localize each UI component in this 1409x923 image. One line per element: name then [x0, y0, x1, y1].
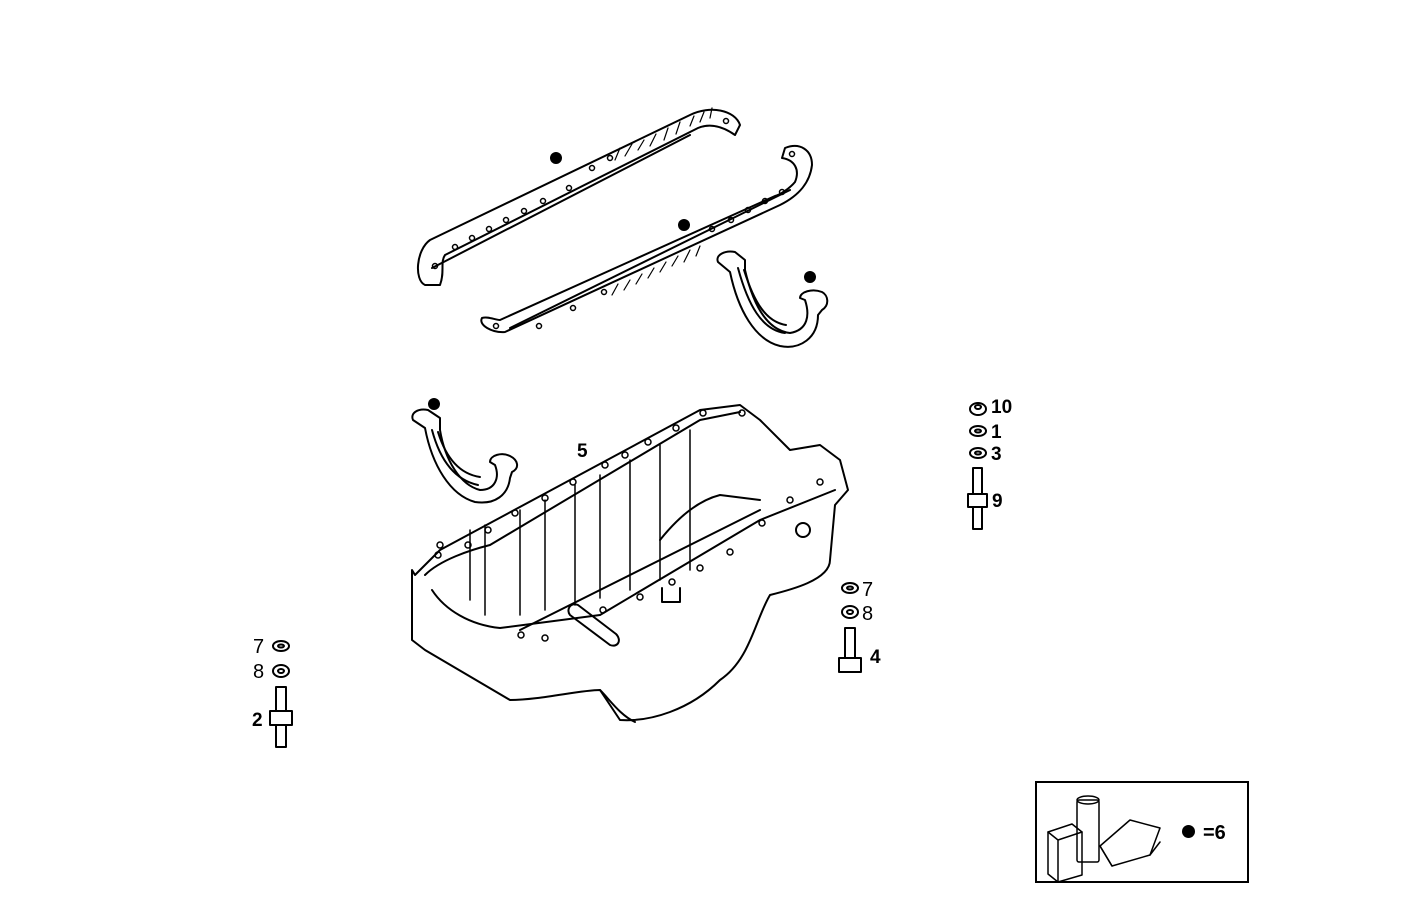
legend-box	[1035, 781, 1249, 883]
legend-marker-dot	[1182, 825, 1195, 838]
callout-washer: 7	[862, 579, 874, 601]
left-fastener-stack	[269, 640, 293, 748]
callout-bolt: 4	[870, 647, 881, 668]
callout-washer: 3	[991, 444, 1002, 465]
side-gasket-upper	[417, 107, 741, 286]
gasket-marker-dot	[678, 219, 690, 231]
callout-stud: 9	[992, 491, 1003, 512]
callout-nut: 10	[991, 397, 1013, 418]
callout-washer: 8	[253, 661, 265, 683]
callout-stud: 2	[252, 710, 263, 731]
end-seal-rear	[716, 250, 829, 348]
gasket-marker-dot	[428, 398, 440, 410]
callout-washer: 1	[991, 422, 1002, 443]
callout-pan: 5	[577, 441, 588, 462]
callout-washer: 7	[253, 636, 265, 658]
end-seal-front	[411, 408, 518, 504]
center-fastener-stack	[838, 582, 862, 673]
gasket-marker-dot	[550, 152, 562, 164]
gasket-kit-icon	[1047, 795, 1161, 883]
gasket-marker-dot	[804, 271, 816, 283]
side-gasket-lower	[480, 145, 813, 334]
callout-washer: 8	[862, 603, 874, 625]
right-fastener-stack	[967, 402, 988, 530]
legend-text: =6	[1203, 822, 1226, 844]
oil-pan	[411, 404, 849, 723]
